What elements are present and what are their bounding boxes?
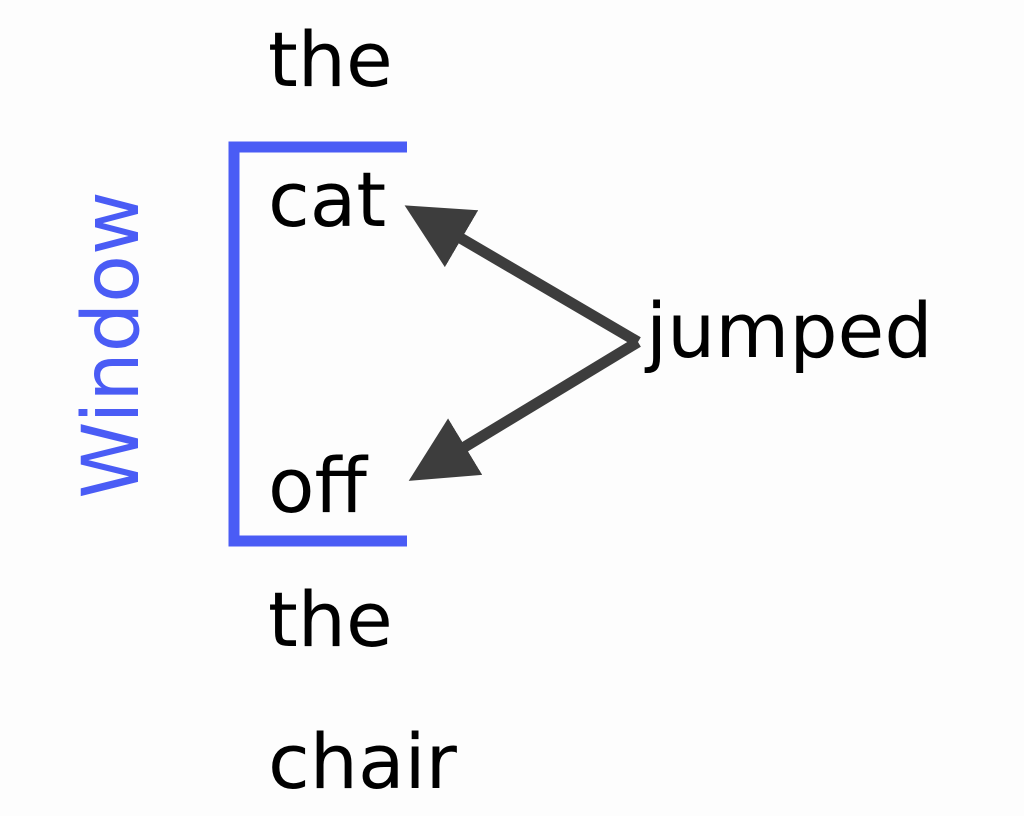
word-off: off	[268, 441, 367, 530]
arrow-to-cat	[404, 205, 641, 347]
arrow-to-off	[408, 337, 641, 481]
word-chair: chair	[268, 717, 457, 806]
window-bracket	[228, 141, 407, 547]
target-word-jumped: jumped	[646, 286, 933, 375]
word-cat: cat	[268, 155, 387, 244]
word-the-2: the	[268, 575, 393, 664]
word-the-1: the	[268, 15, 393, 104]
window-label: Window	[67, 191, 157, 499]
